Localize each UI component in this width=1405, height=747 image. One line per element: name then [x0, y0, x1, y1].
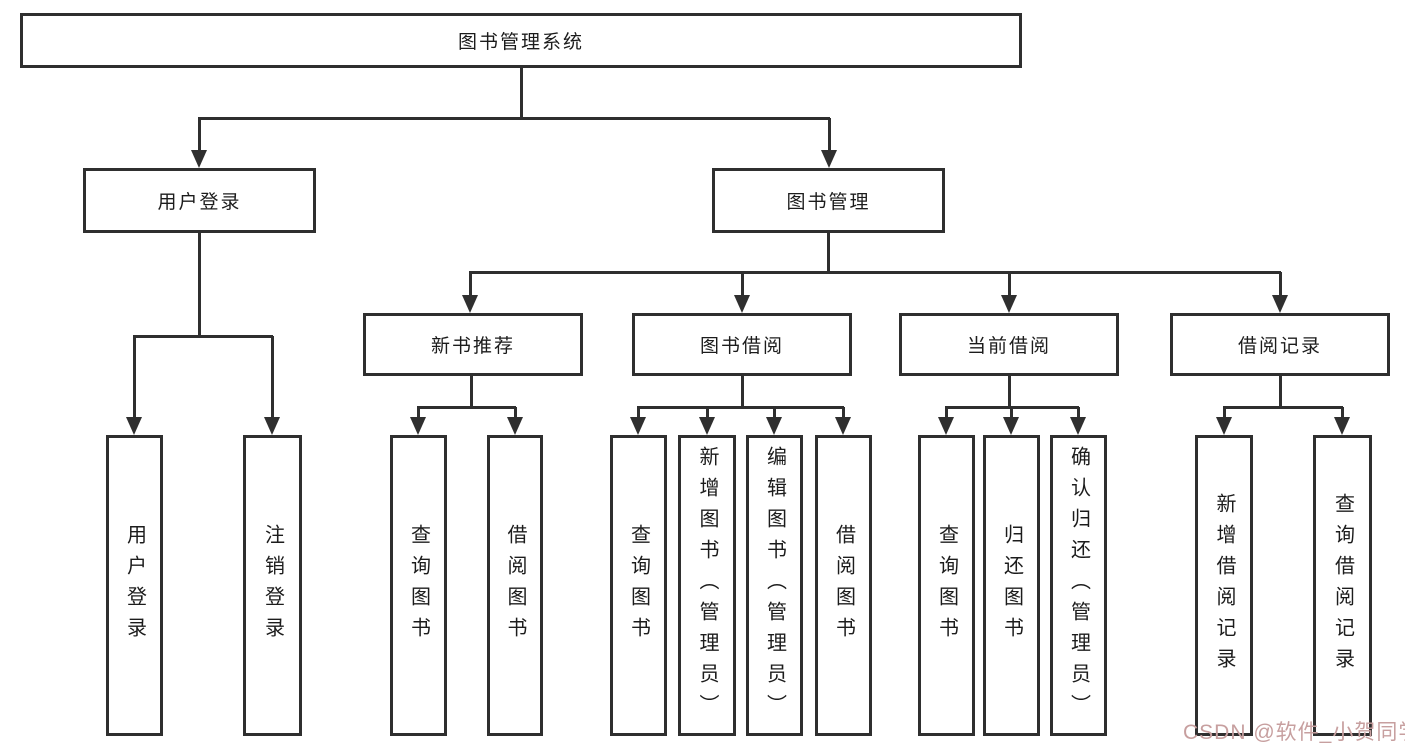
connector-line — [133, 335, 273, 338]
arrowhead-icon — [126, 417, 142, 435]
leaf-add-book-admin-label: 新增图书（管理员） — [696, 446, 718, 725]
connector-line — [417, 406, 516, 409]
leaf-query-borrow-record-label: 查询借阅记录 — [1331, 492, 1354, 679]
arrowhead-icon — [835, 417, 851, 435]
leaf-edit-book-admin: 编辑图书（管理员） — [746, 435, 803, 736]
connector-line — [1010, 407, 1013, 419]
arrowhead-icon — [507, 417, 523, 435]
connector-line — [827, 233, 830, 272]
leaf-edit-book-admin-label: 编辑图书（管理员） — [763, 446, 786, 725]
arrowhead-icon — [1334, 417, 1350, 435]
leaf-confirm-return-admin-label: 确认归还（管理员） — [1067, 446, 1090, 725]
arrowhead-icon — [766, 417, 782, 435]
leaf-current-query-books-label: 查询图书 — [935, 523, 958, 648]
connector-line — [1077, 407, 1080, 419]
leaf-borrow-query-books-label: 查询图书 — [627, 523, 650, 648]
leaf-add-borrow-record-label: 新增借阅记录 — [1213, 492, 1235, 679]
connector-line — [828, 118, 831, 152]
leaf-confirm-return-admin: 确认归还（管理员） — [1050, 435, 1107, 736]
connector-line — [514, 407, 517, 419]
leaf-add-borrow-record: 新增借阅记录 — [1195, 435, 1253, 736]
connector-line — [198, 117, 830, 120]
leaf-borrow-books-label: 借阅图书 — [832, 523, 855, 648]
connector-line — [842, 407, 845, 419]
arrowhead-icon — [734, 295, 750, 313]
leaf-add-book-admin: 新增图书（管理员） — [678, 435, 736, 736]
leaf-user-login-label: 用户登录 — [123, 523, 146, 648]
leaf-current-query-books: 查询图书 — [918, 435, 975, 736]
leaf-recommend-borrow-books: 借阅图书 — [487, 435, 543, 736]
node-current-borrow-label: 当前借阅 — [966, 336, 1051, 357]
connector-line — [741, 376, 744, 407]
leaf-recommend-query-books-label: 查询图书 — [407, 523, 430, 648]
connector-line — [520, 68, 523, 118]
node-borrow-records-label: 借阅记录 — [1237, 336, 1322, 357]
connector-line — [1279, 376, 1282, 407]
connector-line — [470, 376, 473, 407]
leaf-logout: 注销登录 — [243, 435, 302, 736]
arrowhead-icon — [410, 417, 426, 435]
arrowhead-icon — [821, 150, 837, 168]
node-user-login-label: 用户登录 — [157, 192, 242, 213]
connector-line — [133, 336, 136, 419]
node-book-management-label: 图书管理 — [786, 192, 871, 213]
connector-line — [637, 406, 844, 409]
connector-line — [198, 233, 201, 336]
connector-line — [469, 272, 472, 297]
leaf-logout-label: 注销登录 — [261, 523, 284, 648]
leaf-borrow-query-books: 查询图书 — [610, 435, 667, 736]
node-current-borrow: 当前借阅 — [899, 313, 1119, 376]
node-root-label: 图书管理系统 — [457, 32, 584, 53]
arrowhead-icon — [699, 417, 715, 435]
node-new-book-recommend: 新书推荐 — [363, 313, 583, 376]
connector-line — [1279, 272, 1282, 297]
node-book-borrow: 图书借阅 — [632, 313, 852, 376]
node-root: 图书管理系统 — [20, 13, 1022, 68]
node-borrow-records: 借阅记录 — [1170, 313, 1390, 376]
connector-line — [637, 407, 640, 419]
arrowhead-icon — [1272, 295, 1288, 313]
arrowhead-icon — [1003, 417, 1019, 435]
leaf-return-books-label: 归还图书 — [1000, 523, 1023, 648]
connector-line — [1223, 406, 1343, 409]
connector-line — [1008, 376, 1011, 407]
connector-line — [417, 407, 420, 419]
connector-line — [945, 407, 948, 419]
arrowhead-icon — [630, 417, 646, 435]
connector-line — [773, 407, 776, 419]
arrowhead-icon — [191, 150, 207, 168]
node-book-management: 图书管理 — [712, 168, 945, 233]
connector-line — [1223, 407, 1226, 419]
leaf-recommend-borrow-books-label: 借阅图书 — [504, 523, 526, 648]
leaf-recommend-query-books: 查询图书 — [390, 435, 447, 736]
leaf-borrow-books: 借阅图书 — [815, 435, 872, 736]
connector-line — [198, 118, 201, 152]
connector-line — [1341, 407, 1344, 419]
leaf-return-books: 归还图书 — [983, 435, 1040, 736]
arrowhead-icon — [1070, 417, 1086, 435]
arrowhead-icon — [264, 417, 280, 435]
node-new-book-recommend-label: 新书推荐 — [430, 336, 515, 357]
node-book-borrow-label: 图书借阅 — [699, 336, 784, 357]
node-user-login: 用户登录 — [83, 168, 316, 233]
connector-line — [706, 407, 709, 419]
arrowhead-icon — [1001, 295, 1017, 313]
csdn-watermark: CSDN @软件_小贺同学 — [1183, 721, 1405, 744]
leaf-query-borrow-record: 查询借阅记录 — [1313, 435, 1372, 736]
leaf-user-login: 用户登录 — [106, 435, 163, 736]
connector-line — [271, 336, 274, 419]
arrowhead-icon — [938, 417, 954, 435]
connector-line — [741, 272, 744, 297]
arrowhead-icon — [1216, 417, 1232, 435]
connector-line — [469, 271, 1281, 274]
arrowhead-icon — [462, 295, 478, 313]
connector-line — [1008, 272, 1011, 297]
